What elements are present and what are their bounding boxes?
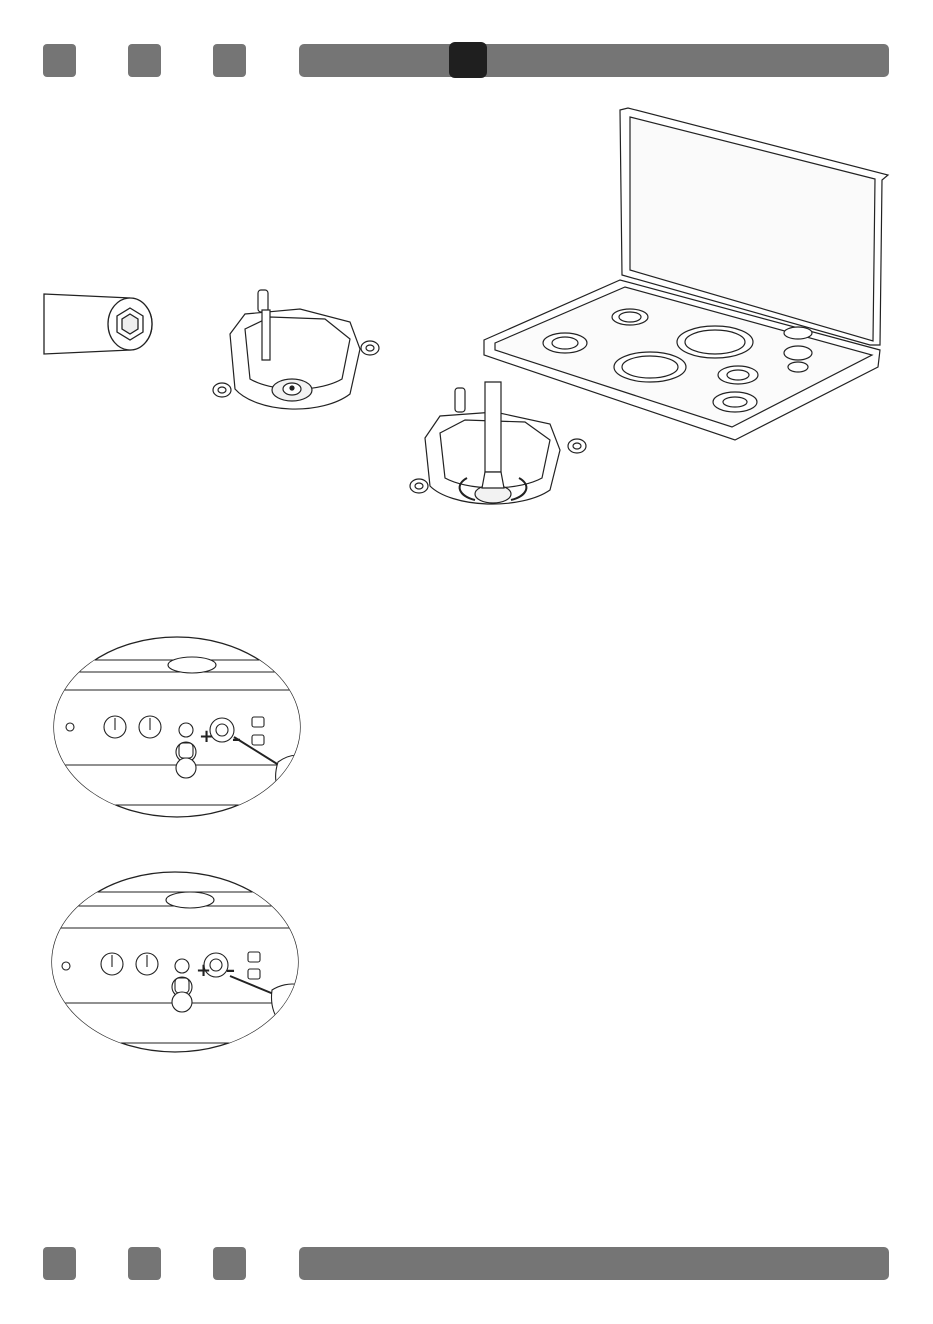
control-panel-screwdriver-icon: + – (50, 870, 318, 1055)
header-square-2 (128, 44, 161, 77)
header-bar (299, 44, 889, 77)
header-square-1 (43, 44, 76, 77)
footer-square-1 (43, 1247, 76, 1280)
hex-socket-icon (40, 290, 160, 360)
control-panel-screwdriver-icon: + – (52, 635, 318, 820)
header-active-tab (449, 42, 487, 78)
footer-bar (299, 1247, 889, 1280)
footer-square-2 (128, 1247, 161, 1280)
burner-cup-icon (210, 284, 385, 434)
footer-square-3 (213, 1247, 246, 1280)
plus-symbol: + (196, 960, 211, 981)
minus-symbol: – (226, 960, 235, 981)
minus-symbol: – (232, 729, 241, 750)
header-square-3 (213, 44, 246, 77)
burner-cup-rotate-icon (405, 378, 595, 523)
plus-symbol: + (199, 726, 214, 747)
